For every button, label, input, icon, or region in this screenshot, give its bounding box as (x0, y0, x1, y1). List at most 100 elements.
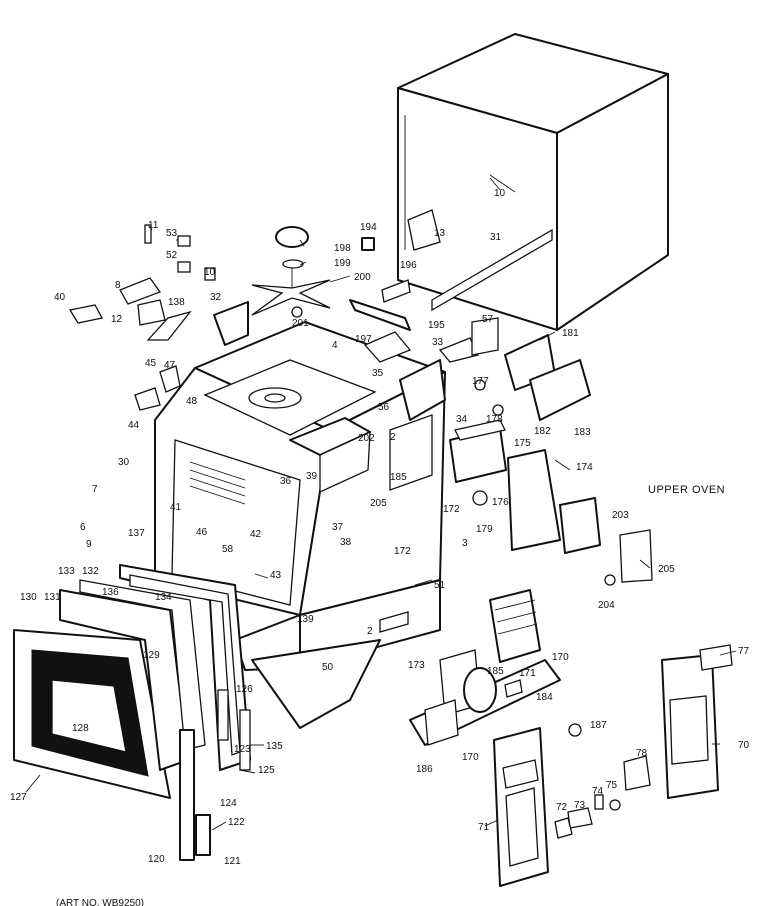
labels: UPPER OVEN (ART NO. WB9250) 10 11 53 52 … (10, 188, 750, 906)
part-label: 126 (236, 684, 253, 695)
part-label: 37 (332, 522, 344, 533)
part-label: 71 (478, 822, 490, 833)
part-label: 9 (86, 539, 92, 550)
part-label: 35 (372, 368, 384, 379)
part-label: 175 (514, 438, 531, 449)
part-label: 205 (658, 564, 675, 575)
part-label: 53 (166, 228, 178, 239)
small-brackets (68, 209, 591, 421)
part-label: 185 (487, 666, 504, 677)
part-label: 36 (280, 476, 292, 487)
footer-note: (ART NO. WB9250) (56, 898, 144, 906)
part-label: 45 (145, 358, 157, 369)
part-label: 38 (340, 537, 352, 548)
part-label: 4 (332, 340, 338, 351)
part-label: 56 (378, 402, 390, 413)
part-label: 187 (590, 720, 607, 731)
door-hinges (179, 689, 251, 861)
part-label: 10 (494, 188, 506, 199)
part-label: 77 (738, 646, 750, 657)
part-label: 199 (334, 258, 351, 269)
part-label: 135 (266, 741, 283, 752)
part-label: 176 (492, 497, 509, 508)
part-label: 174 (576, 462, 593, 473)
part-label: 171 (519, 668, 536, 679)
part-label: 12 (111, 314, 123, 325)
part-label: 173 (408, 660, 425, 671)
part-label: 39 (306, 471, 318, 482)
part-label: 120 (148, 854, 165, 865)
part-label: 133 (58, 566, 75, 577)
part-label: 70 (738, 740, 750, 751)
part-label: 50 (322, 662, 334, 673)
part-label: 31 (490, 232, 502, 243)
part-label: 13 (434, 228, 446, 239)
part-label: 43 (270, 570, 282, 581)
part-label: 34 (456, 414, 468, 425)
part-label: 2 (390, 432, 396, 443)
part-label: 172 (443, 504, 460, 515)
part-label: 73 (574, 800, 586, 811)
part-label: 196 (400, 260, 417, 271)
part-label: 129 (143, 650, 160, 661)
part-label: 40 (54, 292, 66, 303)
part-label: 121 (224, 856, 241, 867)
leader-lines (25, 177, 737, 831)
part-label: 178 (486, 414, 503, 425)
part-label: 3 (462, 538, 468, 549)
part-label: 51 (434, 580, 446, 591)
section-title: UPPER OVEN (648, 484, 725, 496)
bottom-assembly (234, 579, 441, 729)
part-label: 179 (476, 524, 493, 535)
part-label: 204 (598, 600, 615, 611)
part-label: 123 (234, 744, 251, 755)
part-label: 2 (367, 626, 373, 637)
part-label: 122 (228, 817, 245, 828)
part-label: 130 (20, 592, 37, 603)
part-label: 170 (462, 752, 479, 763)
part-label: 131 (44, 592, 61, 603)
part-label: 183 (574, 427, 591, 438)
part-label: 48 (186, 396, 198, 407)
part-label: 58 (222, 544, 234, 555)
part-label: 170 (552, 652, 569, 663)
part-label: 202 (358, 433, 375, 444)
oven-cavity (154, 321, 446, 616)
part-label: 78 (636, 748, 648, 759)
part-label: 32 (210, 292, 222, 303)
transformer (409, 589, 582, 746)
part-label: 195 (428, 320, 445, 331)
part-label: 184 (536, 692, 553, 703)
part-label: 132 (82, 566, 99, 577)
part-label: 125 (258, 765, 275, 776)
part-label: 47 (164, 360, 176, 371)
part-label: 30 (118, 457, 130, 468)
part-label: 194 (360, 222, 377, 233)
part-label: 127 (10, 792, 27, 803)
part-label: 33 (432, 337, 444, 348)
part-label: 52 (166, 250, 178, 261)
part-label: 182 (534, 426, 551, 437)
control-panel (493, 644, 733, 887)
part-label: 134 (155, 592, 172, 603)
part-label: 75 (606, 780, 618, 791)
part-label: 201 (292, 318, 309, 329)
fan-assembly (251, 226, 331, 318)
magnetron (449, 419, 561, 551)
outer-cabinet-wrap (397, 33, 669, 331)
part-label: 203 (612, 510, 629, 521)
part-label: 205 (370, 498, 387, 509)
part-label: 128 (72, 723, 89, 734)
part-label: 198 (334, 243, 351, 254)
part-label: 46 (196, 527, 208, 538)
part-label: 185 (390, 472, 407, 483)
part-label: 137 (128, 528, 145, 539)
part-label: 172 (394, 546, 411, 557)
door-outer-panel (13, 629, 171, 799)
part-label: 74 (592, 786, 604, 797)
part-label: 181 (562, 328, 579, 339)
part-label: 7 (92, 484, 98, 495)
part-label: 186 (416, 764, 433, 775)
part-label: 42 (250, 529, 262, 540)
